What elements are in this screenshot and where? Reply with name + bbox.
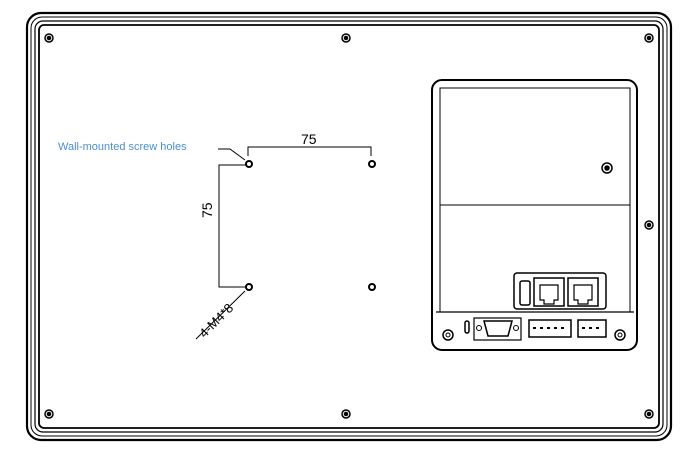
outer-frame xyxy=(25,11,673,442)
io-module xyxy=(431,79,638,351)
vertical-spacing-dimension: 75 xyxy=(199,202,215,218)
wall-mount-holes xyxy=(245,160,376,291)
inner-frame xyxy=(38,24,660,429)
dimension-lines xyxy=(195,146,372,340)
screw-holes-label: Wall-mounted screw holes xyxy=(58,141,187,153)
horizontal-spacing-dimension: 75 xyxy=(301,131,317,147)
frame-screws xyxy=(44,33,654,419)
